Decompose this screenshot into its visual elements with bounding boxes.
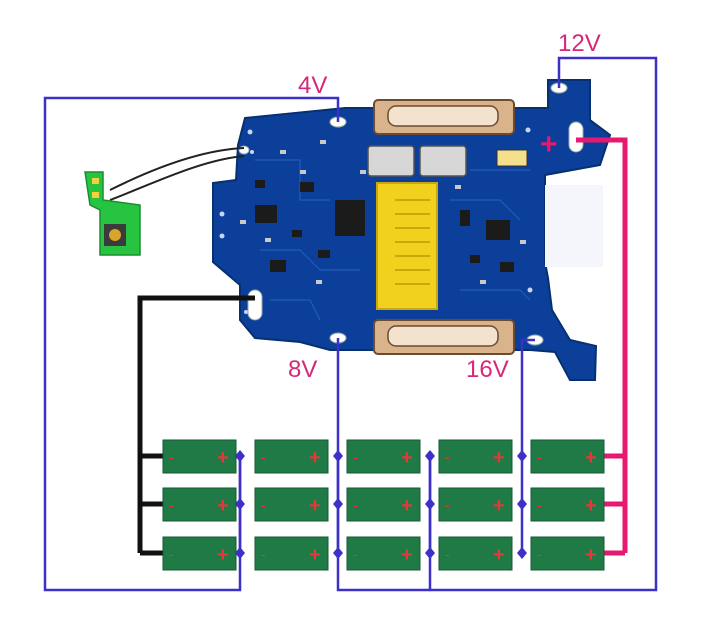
- cell-body: [254, 536, 329, 571]
- cell-plus-mark: +: [309, 447, 321, 469]
- junction-dot: [235, 450, 245, 462]
- cell-minus-mark: -: [169, 449, 174, 465]
- cell-body: [162, 439, 237, 474]
- switch-wires: [109, 147, 245, 201]
- cell-body: [438, 439, 513, 474]
- battery-cell-icon: -+: [254, 487, 329, 522]
- metal-clips-middle: [367, 145, 467, 177]
- junction-dot: [235, 498, 245, 510]
- pcb-window: [545, 185, 603, 267]
- wire-junctions: [235, 450, 527, 559]
- cell-minus-mark: -: [537, 497, 542, 513]
- cell-plus-mark: +: [401, 544, 413, 566]
- battery-cell-icon: -+: [530, 487, 605, 522]
- cell-plus-mark: +: [217, 447, 229, 469]
- cell-minus-mark: -: [169, 546, 174, 562]
- wire-12v: [428, 56, 658, 592]
- cell-body: [346, 487, 421, 522]
- junction-dot: [425, 450, 435, 462]
- battery-cell-icon: -+: [530, 536, 605, 571]
- negative-wire: [137, 295, 255, 556]
- cell-minus-mark: -: [261, 497, 266, 513]
- cell-body: [438, 536, 513, 571]
- junction-dot: [235, 547, 245, 559]
- battery-cell-icon: -+: [346, 487, 421, 522]
- metal-terminal-top: [373, 99, 515, 135]
- cell-plus-mark: +: [585, 495, 597, 517]
- battery-cell-icon: -+: [346, 536, 421, 571]
- cell-plus-mark: +: [585, 447, 597, 469]
- junction-dot: [333, 498, 343, 510]
- junction-dot: [517, 547, 527, 559]
- cell-plus-mark: +: [493, 495, 505, 517]
- cell-plus-mark: +: [493, 447, 505, 469]
- label-8v: 8V: [288, 356, 318, 383]
- junction-dot: [333, 547, 343, 559]
- battery-cell-icon: -+: [254, 439, 329, 474]
- cell-body: [530, 439, 605, 474]
- cell-plus-mark: +: [401, 447, 413, 469]
- junction-dot: [517, 450, 527, 462]
- cell-body: [254, 487, 329, 522]
- yellow-connector: [376, 182, 438, 310]
- cell-plus-mark: +: [217, 495, 229, 517]
- label-4v: 4V: [298, 72, 328, 99]
- metal-terminal-bottom: [373, 319, 515, 355]
- battery-cell-icon: -+: [162, 536, 237, 571]
- wire-16v: [520, 338, 535, 456]
- wire-8v: [336, 338, 430, 592]
- cell-plus-mark: +: [309, 544, 321, 566]
- cell-minus-mark: -: [353, 546, 358, 562]
- cell-plus-mark: +: [309, 495, 321, 517]
- cell-plus-mark: +: [401, 495, 413, 517]
- push-button-icon: [104, 224, 126, 246]
- battery-cell-icon: -+: [530, 439, 605, 474]
- battery-cell-icon: -+: [438, 487, 513, 522]
- cell-plus-mark: +: [493, 544, 505, 566]
- junction-dot: [517, 498, 527, 510]
- fuse-component: [496, 149, 528, 167]
- junction-dot: [425, 498, 435, 510]
- cell-body: [530, 487, 605, 522]
- cell-minus-mark: -: [261, 449, 266, 465]
- cell-body: [530, 536, 605, 571]
- cell-minus-mark: -: [445, 546, 450, 562]
- cell-body: [346, 536, 421, 571]
- smd-components: [255, 180, 514, 272]
- cell-body: [162, 536, 237, 571]
- cell-body: [346, 439, 421, 474]
- cell-minus-mark: -: [169, 497, 174, 513]
- smd-passives: [240, 140, 526, 284]
- junction-dot: [333, 450, 343, 462]
- battery-cell-grid: -+-+-+-+-+-+-+-+-+-+-+-+-+-+-+: [162, 439, 605, 571]
- pcb-traces: [255, 159, 531, 321]
- wire-4v: [43, 96, 340, 592]
- battery-cell-icon: -+: [254, 536, 329, 571]
- board-plus-mark: +: [540, 128, 558, 161]
- cell-minus-mark: -: [353, 449, 358, 465]
- battery-cell-icon: -+: [438, 536, 513, 571]
- battery-cell-icon: -+: [162, 487, 237, 522]
- cell-body: [438, 487, 513, 522]
- cell-minus-mark: -: [445, 497, 450, 513]
- battery-cell-icon: -+: [346, 439, 421, 474]
- cell-minus-mark: -: [353, 497, 358, 513]
- junction-dot: [425, 547, 435, 559]
- cell-body: [254, 439, 329, 474]
- label-12v: 12V: [558, 30, 601, 57]
- cell-plus-mark: +: [585, 544, 597, 566]
- positive-wire: [576, 137, 628, 556]
- battery-cell-icon: -+: [162, 439, 237, 474]
- battery-cell-icon: -+: [438, 439, 513, 474]
- cell-minus-mark: -: [261, 546, 266, 562]
- cell-minus-mark: -: [537, 449, 542, 465]
- cell-minus-mark: -: [445, 449, 450, 465]
- cell-plus-mark: +: [217, 544, 229, 566]
- label-16v: 16V: [466, 356, 509, 383]
- cell-minus-mark: -: [537, 546, 542, 562]
- switch-board: [84, 171, 141, 256]
- bms-board: [212, 79, 612, 381]
